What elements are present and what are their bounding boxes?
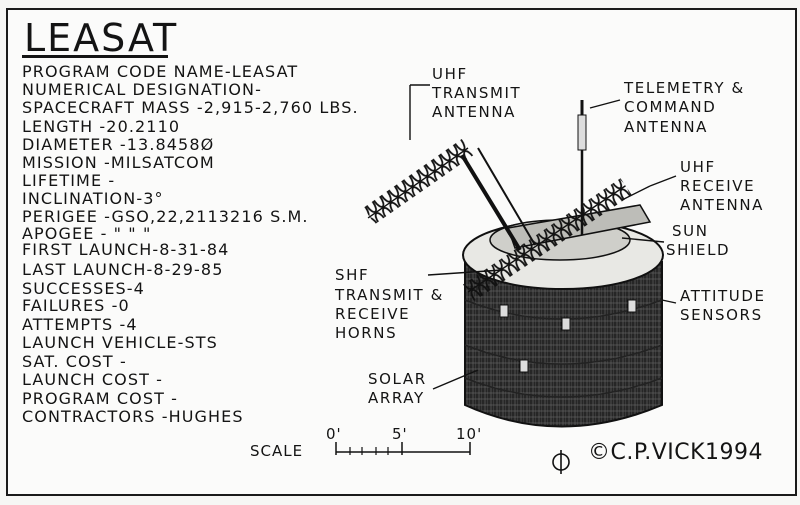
label-shf-3: RECEIVE <box>335 305 411 323</box>
label-uhf-receive-3: ANTENNA <box>680 196 765 214</box>
label-telemetry-1: TELEMETRY & <box>624 79 745 97</box>
spec-sat-cost: SAT. COST - <box>22 352 127 371</box>
label-shf-1: SHF <box>335 266 370 284</box>
label-telemetry-2: COMMAND <box>624 98 717 116</box>
spec-first-launch: FIRST LAUNCH-8-31-84 <box>22 240 230 259</box>
title: LEASAT <box>24 16 179 60</box>
spec-lifetime: LIFETIME - <box>22 171 116 190</box>
label-solar-2: ARRAY <box>368 389 425 407</box>
label-uhf-receive-2: RECEIVE <box>680 177 756 195</box>
uhf-receive-helix <box>462 178 632 302</box>
spec-perigee: PERIGEE -GSO,22,2113216 S.M. <box>22 207 309 226</box>
uhf-transmit-helix <box>363 138 536 252</box>
label-telemetry-3: ANTENNA <box>624 118 709 136</box>
spec-diameter: DIAMETER -13.8458Ø <box>22 135 215 154</box>
label-uhf-transmit-3: ANTENNA <box>432 103 517 121</box>
spec-inclination: INCLINATION-3° <box>22 189 164 208</box>
spec-failures: FAILURES -0 <box>22 296 130 315</box>
scale-label: SCALE <box>250 442 304 460</box>
label-shf-2: TRANSMIT & <box>335 286 444 304</box>
scale-tick-10: 10' <box>456 425 483 443</box>
copyright: ©C.P.VICK1994 <box>588 440 764 465</box>
label-uhf-transmit-2: TRANSMIT <box>432 84 522 102</box>
telemetry-antenna <box>577 100 587 235</box>
scale-bar <box>335 442 471 455</box>
label-sun-shield-2: SHIELD <box>666 241 731 259</box>
label-attitude-1: ATTITUDE <box>680 287 766 305</box>
spec-mission: MISSION -MILSATCOM <box>22 153 215 172</box>
spec-mass: SPACECRAFT MASS -2,915-2,760 LBS. <box>22 98 359 117</box>
spec-length: LENGTH -20.2110 <box>22 117 181 136</box>
spec-apogee: APOGEE - " " " <box>22 224 152 243</box>
label-shf-4: HORNS <box>335 324 398 342</box>
vick-logo <box>552 450 570 474</box>
label-uhf-receive-1: UHF <box>680 158 716 176</box>
title-underline <box>22 55 168 58</box>
spec-program-cost: PROGRAM COST - <box>22 389 179 408</box>
spec-attempts: ATTEMPTS -4 <box>22 315 138 334</box>
scale-tick-5: 5' <box>392 425 408 443</box>
leader-lines <box>409 84 677 390</box>
spec-last-launch: LAST LAUNCH-8-29-85 <box>22 260 224 279</box>
spec-successes: SUCCESSES-4 <box>22 279 145 298</box>
diagram-card <box>6 8 797 496</box>
spec-contractors: CONTRACTORS -HUGHES <box>22 407 244 426</box>
spec-launch-vehicle: LAUNCH VEHICLE-STS <box>22 333 218 352</box>
label-attitude-2: SENSORS <box>680 306 763 324</box>
scale-tick-0: 0' <box>326 425 342 443</box>
spec-launch-cost: LAUNCH COST - <box>22 370 164 389</box>
spec-program-code: PROGRAM CODE NAME-LEASAT <box>22 62 299 81</box>
spec-numerical-designation: NUMERICAL DESIGNATION- <box>22 80 262 99</box>
label-solar-1: SOLAR <box>368 370 427 388</box>
label-uhf-transmit-1: UHF <box>432 65 468 83</box>
label-sun-shield-1: SUN <box>672 222 709 240</box>
